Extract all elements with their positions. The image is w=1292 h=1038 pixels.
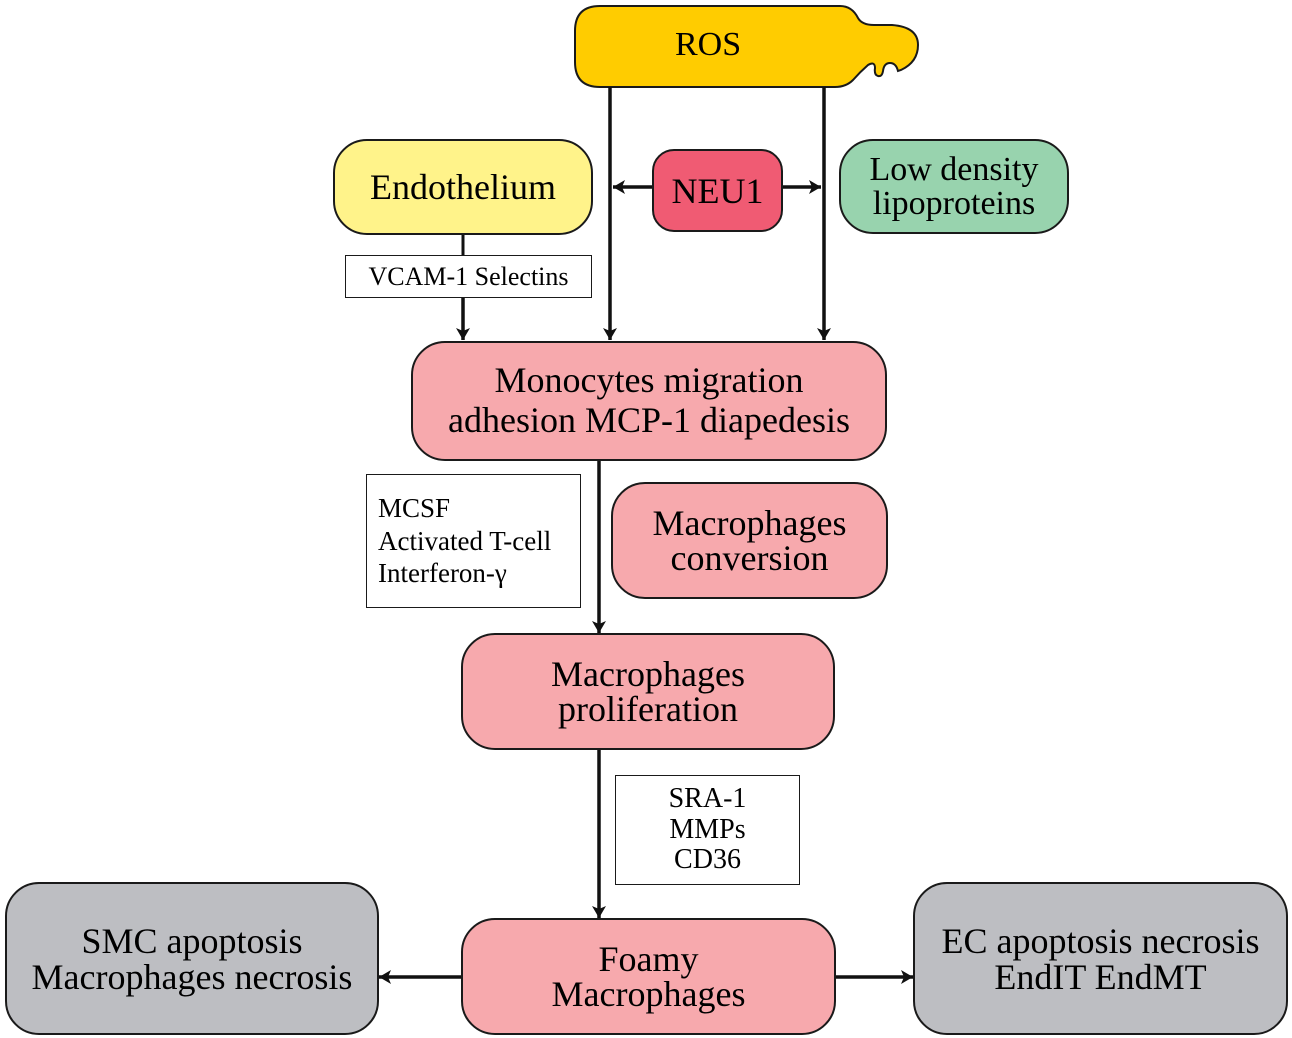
endothelium-label: Endothelium <box>370 167 556 207</box>
sra-label-line1: SRA-1 <box>668 782 747 814</box>
smc-apoptosis-node: SMC apoptosis Macrophages necrosis <box>5 882 379 1035</box>
macrophages-proliferation-node: Macrophages proliferation <box>461 633 835 750</box>
mcsf-label-line2: Activated T-cell <box>378 525 552 556</box>
macrophages-conversion-node: Macrophages conversion <box>611 482 888 599</box>
monocytes-label-line1: Monocytes migration <box>494 360 804 401</box>
ec-apoptosis-line2: EndIT EndMT <box>994 956 1207 997</box>
vcam-label-box: VCAM-1 Selectins <box>345 255 592 298</box>
sra-label-box: SRA-1 MMPs CD36 <box>615 775 800 885</box>
ldl-node: Low density lipoproteins <box>839 139 1069 234</box>
ros-label: ROS <box>675 26 742 63</box>
monocytes-label-line2: adhesion MCP-1 diapedesis <box>448 400 850 440</box>
vcam-label: VCAM-1 Selectins <box>368 261 569 291</box>
ldl-label-line2: lipoproteins <box>872 184 1036 222</box>
foamy-macrophages-node: Foamy Macrophages <box>461 918 836 1035</box>
ec-apoptosis-line1: EC apoptosis necrosis <box>941 920 1260 961</box>
mcsf-label-line1: MCSF <box>378 493 451 524</box>
neu1-node: NEU1 <box>652 149 783 232</box>
sra-label-line2: MMPs <box>669 813 746 845</box>
macrophages-proliferation-line2: proliferation <box>558 688 738 729</box>
neu1-label: NEU1 <box>671 170 764 211</box>
foamy-macrophages-line1: Foamy <box>598 939 699 980</box>
mcsf-label-line3: Interferon-γ <box>378 558 507 589</box>
foamy-macrophages-line2: Macrophages <box>551 973 746 1014</box>
smc-apoptosis-line1: SMC apoptosis <box>81 920 303 961</box>
macrophages-conversion-line2: conversion <box>670 537 829 578</box>
endothelium-node: Endothelium <box>333 139 593 235</box>
monocytes-node: Monocytes migration adhesion MCP-1 diape… <box>411 341 887 461</box>
macrophages-proliferation-line1: Macrophages <box>551 654 745 695</box>
ldl-label-line1: Low density <box>869 151 1039 189</box>
smc-apoptosis-line2: Macrophages necrosis <box>31 956 353 997</box>
macrophages-conversion-line1: Macrophages <box>652 503 847 544</box>
mcsf-label-box: MCSF Activated T-cell Interferon-γ <box>366 474 581 608</box>
ros-shape <box>574 5 920 88</box>
ec-apoptosis-node: EC apoptosis necrosis EndIT EndMT <box>913 882 1288 1035</box>
sra-label-line3: CD36 <box>674 844 741 876</box>
